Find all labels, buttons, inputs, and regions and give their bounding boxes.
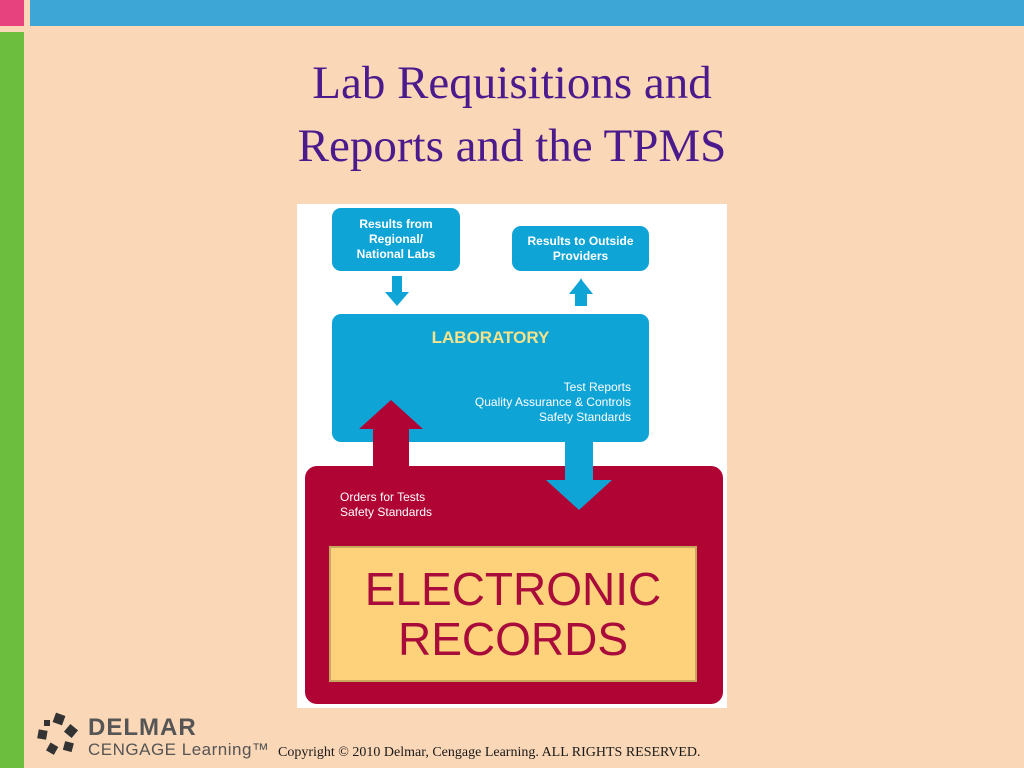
arrow-down-to-records-icon: [546, 442, 612, 510]
laboratory-items: Test Reports Quality Assurance & Control…: [475, 380, 631, 425]
records-line-2: RECORDS: [397, 613, 629, 665]
side-accent-bar: [0, 32, 24, 768]
records-line-1: ELECTRONIC: [364, 563, 662, 615]
results-from-line-1: Results from: [359, 217, 433, 231]
top-accent-bar: [0, 0, 1024, 26]
arrow-up-to-lab-icon: [359, 400, 423, 467]
laboratory-title: LABORATORY: [431, 328, 550, 347]
logo-subtitle: CENGAGE Learning™: [88, 740, 270, 759]
copyright-notice: Copyright © 2010 Delmar, Cengage Learnin…: [278, 745, 701, 760]
cengage-star-icon: [37, 712, 79, 755]
flow-arrows: [359, 276, 612, 510]
results-from-line-3: National Labs: [356, 247, 436, 261]
results-to-line-2: Providers: [552, 248, 609, 263]
results-from-line-2: Regional/: [368, 232, 423, 246]
lab-flow-diagram: Results from Regional/ National Labs Res…: [297, 204, 727, 708]
results-to-line-1: Results to Outside: [527, 233, 634, 248]
logo-name: DELMAR: [88, 714, 197, 741]
laboratory-box: LABORATORY Test Reports Quality Assuranc…: [332, 314, 649, 442]
orders-text: Orders for Tests Safety Standards: [340, 490, 432, 520]
electronic-records-panel: Orders for Tests Safety Standards ELECTR…: [305, 466, 723, 704]
lab-item-3: Safety Standards: [538, 410, 631, 424]
corner-accent: [0, 0, 24, 26]
results-from-labs-box: Results from Regional/ National Labs: [332, 208, 460, 271]
lab-item-2: Quality Assurance & Controls: [474, 395, 631, 409]
orders-line-2: Safety Standards: [340, 505, 433, 519]
orders-line-1: Orders for Tests: [340, 490, 426, 504]
title-line-2: Reports and the TPMS: [297, 120, 727, 172]
arrow-down-from-labs-icon: [385, 276, 409, 306]
lab-item-1: Test Reports: [563, 380, 631, 394]
electronic-records-box: ELECTRONIC RECORDS: [329, 546, 697, 682]
results-to-providers-box: Results to Outside Providers: [512, 226, 649, 271]
slide-title: Lab Requisitions and Reports and the TPM…: [170, 52, 854, 178]
delmar-cengage-logo: DELMAR CENGAGE Learning™: [34, 712, 269, 764]
title-line-1: Lab Requisitions and: [312, 57, 712, 109]
